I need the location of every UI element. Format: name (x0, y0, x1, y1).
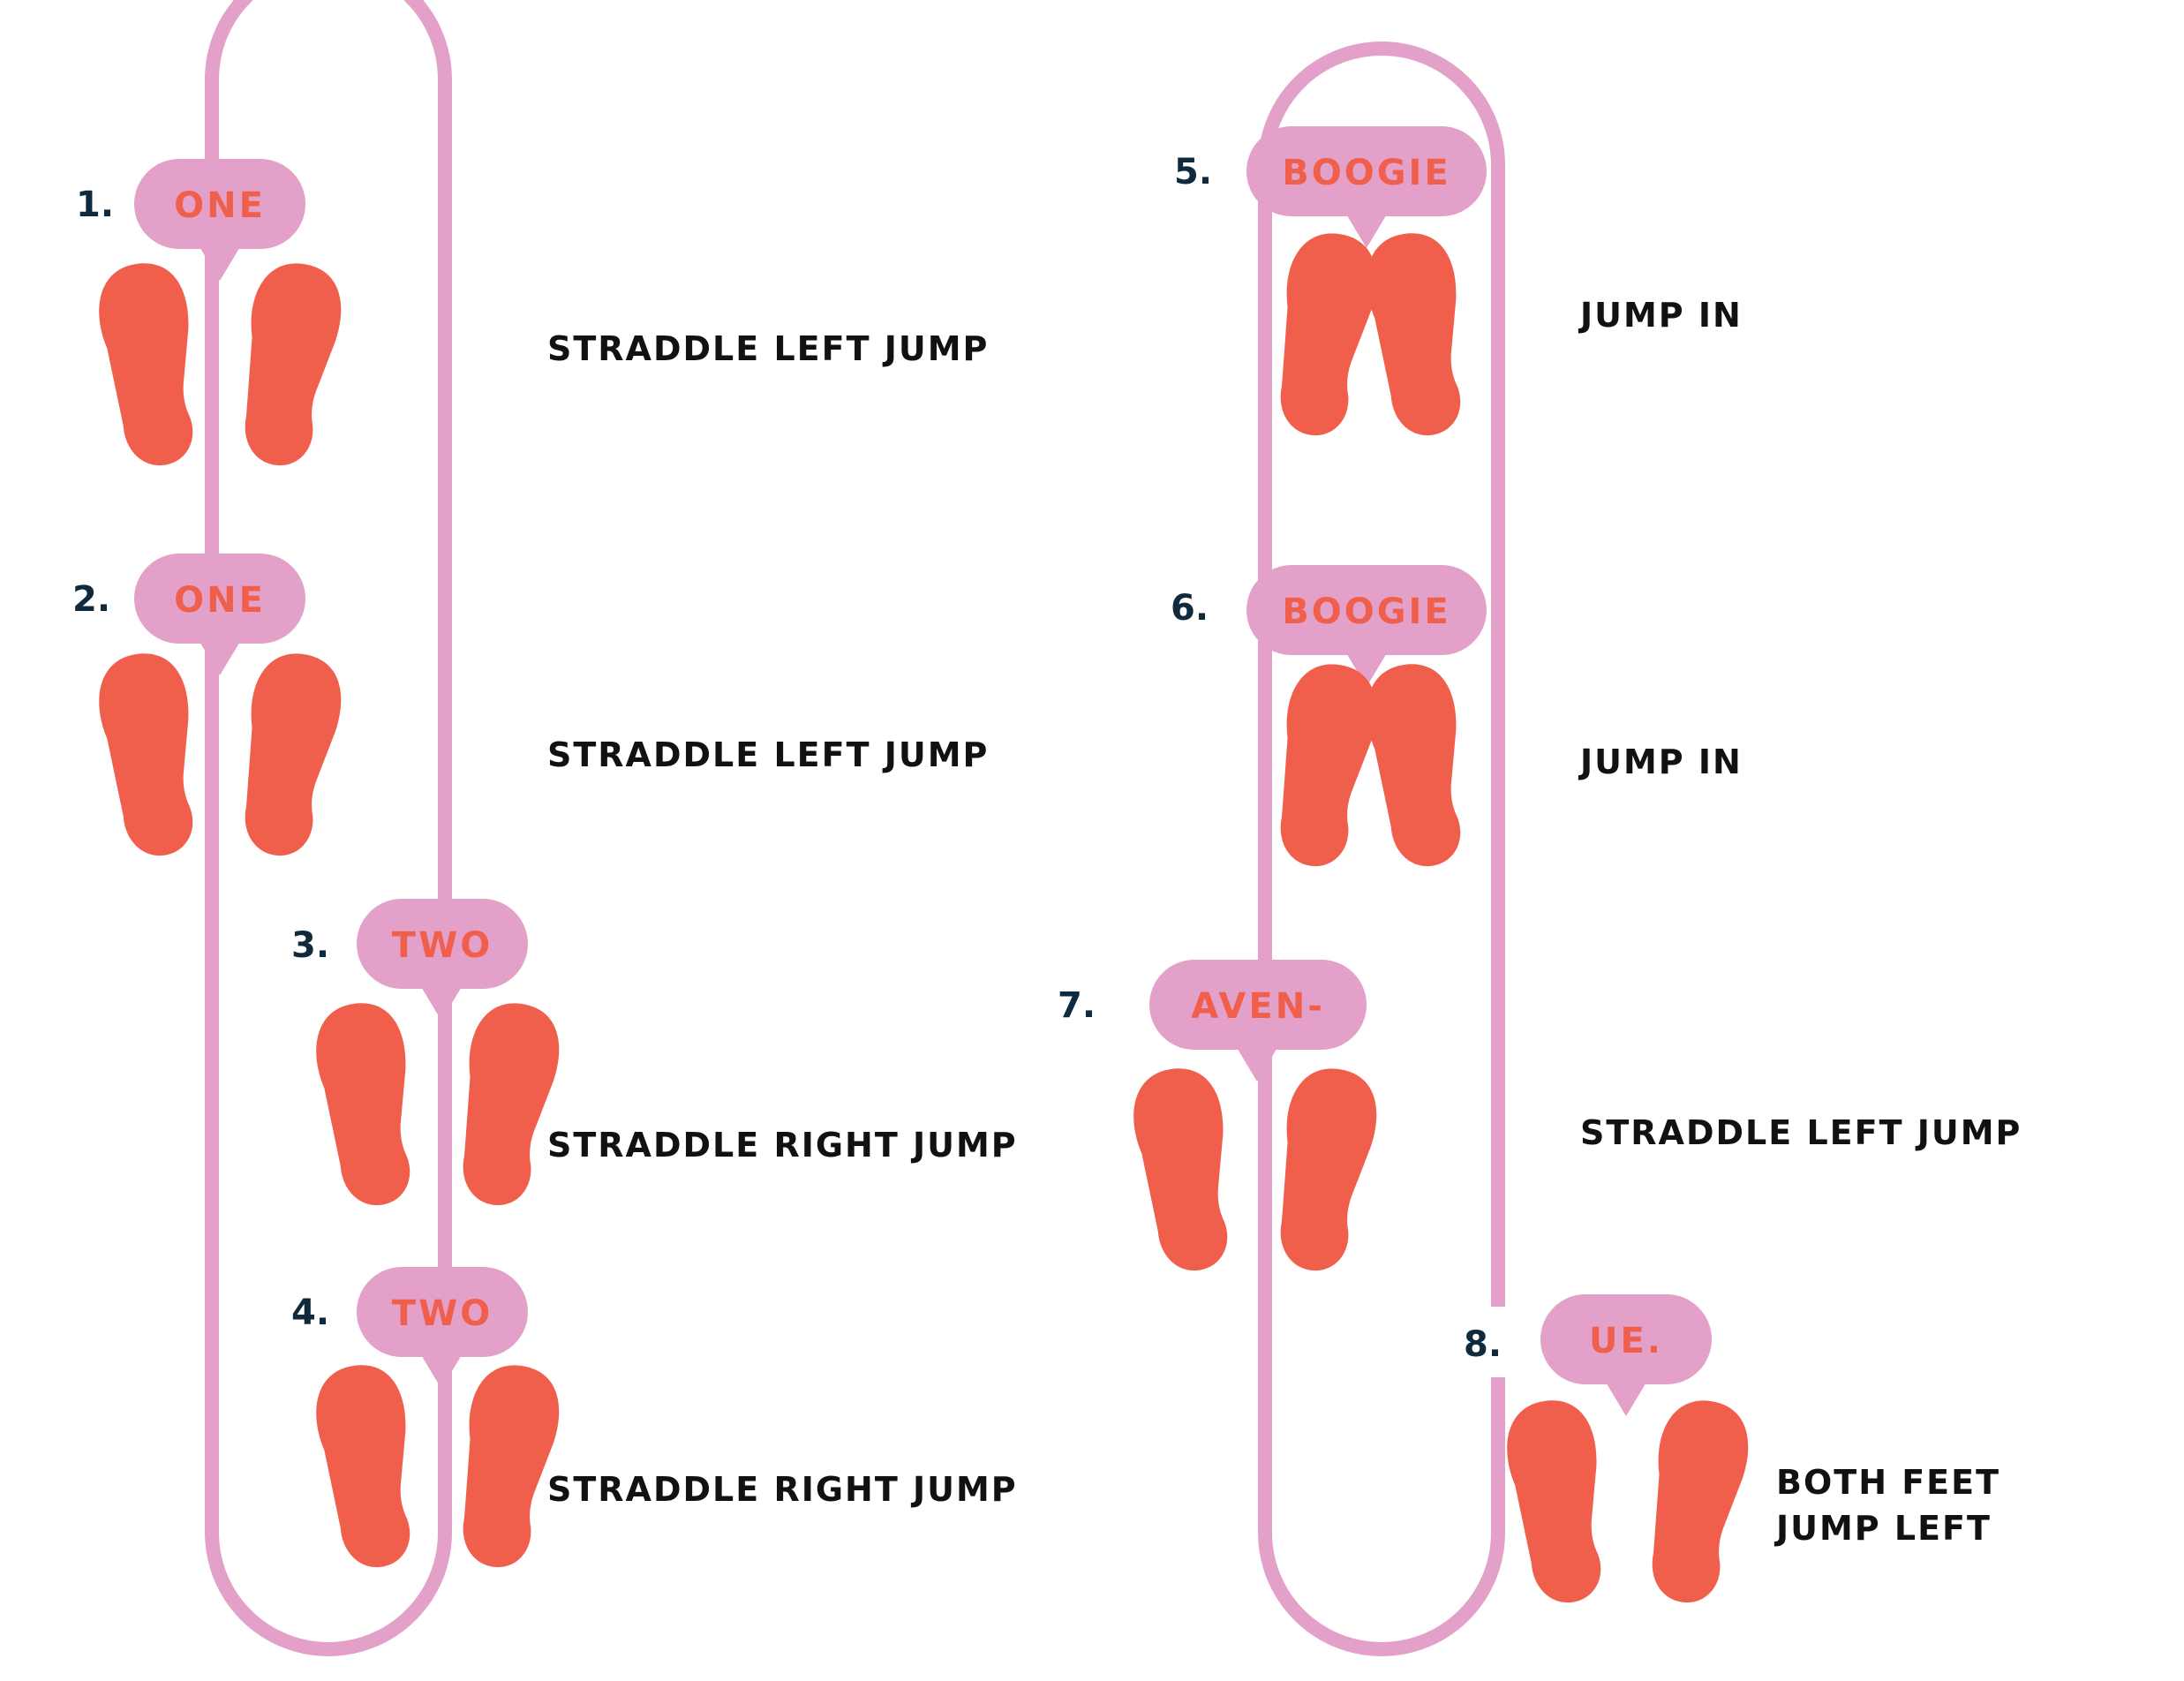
speech-bubble (134, 554, 305, 675)
right-foot-icon (1638, 1394, 1755, 1609)
step-number: 4. (291, 1293, 329, 1333)
speech-bubble (1540, 1294, 1712, 1416)
bubble-word: TWO (392, 925, 493, 966)
left-foot-icon (1267, 227, 1383, 441)
step-8: 8. UE. BOTH FEET JUMP LEFT (1457, 1294, 2000, 1609)
bubble-word: AVEN- (1191, 986, 1325, 1027)
instruction-line: STRADDLE LEFT JUMP (1580, 1113, 2022, 1152)
right-foot-icon (1359, 658, 1477, 872)
footprints (309, 1359, 566, 1573)
step-1: 1. ONE STRADDLE LEFT JUMP (76, 159, 989, 471)
bubble-word: ONE (174, 185, 266, 226)
step-number: 8. (1464, 1324, 1502, 1365)
step-4: 4. TWO STRADDLE RIGHT JUMP (291, 1267, 1018, 1573)
bubble-word: UE. (1589, 1321, 1663, 1361)
step-2: 2. ONE STRADDLE LEFT JUMP (72, 554, 989, 862)
instruction-line: STRADDLE RIGHT JUMP (547, 1126, 1018, 1165)
right-foot-icon (449, 997, 566, 1211)
speech-bubble (1246, 126, 1487, 248)
right-foot-icon (231, 647, 348, 862)
step-6: 6. BOOGIE JUMP IN (1171, 565, 1743, 872)
instruction-line: STRADDLE LEFT JUMP (547, 329, 989, 368)
rope-loop-left-path (205, 0, 452, 1656)
right-foot-icon (1359, 227, 1477, 441)
right-foot-icon (1267, 1062, 1383, 1277)
footprints (1126, 1062, 1383, 1277)
footprints (1267, 658, 1477, 872)
rope-loop-right (1258, 41, 1505, 1656)
bubble-word: ONE (174, 580, 266, 621)
right-foot-icon (449, 1359, 566, 1573)
footprints (92, 257, 348, 471)
left-foot-icon (92, 647, 209, 862)
footprints (1267, 227, 1477, 441)
step-number: 2. (72, 579, 110, 620)
rope-gap (1457, 1307, 1518, 1377)
rope-loop-right-path (1258, 41, 1505, 1656)
footprints (92, 647, 348, 862)
step-number: 7. (1058, 985, 1096, 1026)
left-foot-icon (1267, 658, 1383, 872)
instruction-line: BOTH FEET (1776, 1463, 2000, 1502)
left-foot-icon (309, 1359, 426, 1573)
instruction-line: STRADDLE RIGHT JUMP (547, 1470, 1018, 1509)
right-foot-icon (231, 257, 348, 471)
speech-bubble (357, 899, 528, 1021)
instruction-line: JUMP IN (1578, 296, 1743, 335)
step-number: 1. (76, 185, 114, 225)
footprints (309, 997, 566, 1211)
instruction-line: JUMP IN (1578, 743, 1743, 781)
instruction-line: JUMP LEFT (1774, 1509, 1992, 1548)
left-foot-icon (309, 997, 426, 1211)
step-number: 5. (1174, 152, 1212, 192)
instruction-line: STRADDLE LEFT JUMP (547, 735, 989, 774)
bubble-word: BOOGIE (1282, 592, 1451, 632)
bubble-word: BOOGIE (1282, 153, 1451, 193)
step-number: 6. (1171, 588, 1209, 629)
footprints (1500, 1394, 1755, 1609)
rope-loop-left (205, 0, 452, 1656)
step-3: 3. TWO STRADDLE RIGHT JUMP (291, 899, 1018, 1211)
left-foot-icon (1126, 1062, 1244, 1277)
speech-bubble (1246, 565, 1487, 687)
speech-bubble (134, 159, 305, 281)
step-5: 5. BOOGIE JUMP IN (1174, 126, 1743, 441)
left-foot-icon (1500, 1394, 1617, 1609)
left-foot-icon (92, 257, 209, 471)
bubble-word: TWO (392, 1293, 493, 1334)
speech-bubble (357, 1267, 528, 1389)
step-number: 3. (291, 925, 329, 966)
speech-bubble (1149, 960, 1367, 1082)
step-7: 7. AVEN- STRADDLE LEFT JUMP (1058, 960, 2022, 1277)
